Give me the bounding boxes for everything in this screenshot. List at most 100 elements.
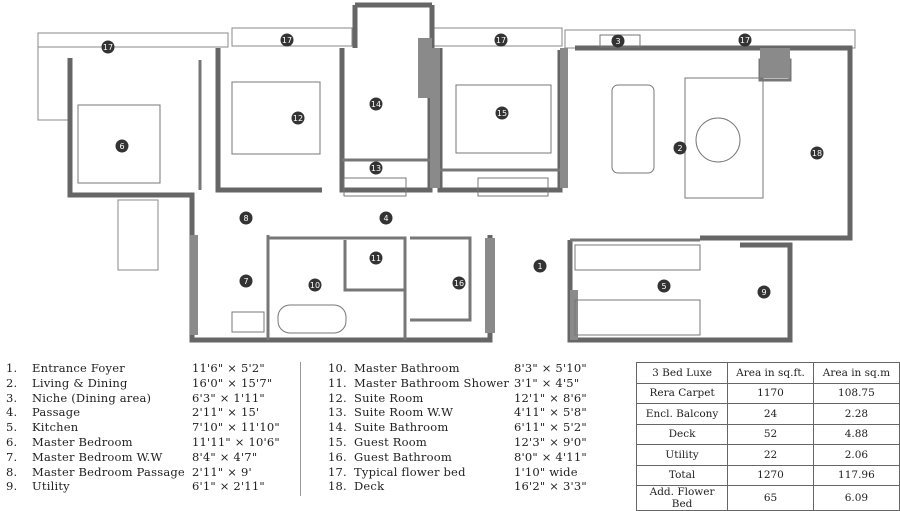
room-marker-10: 10	[308, 278, 322, 292]
legend-room-name: Passage	[32, 405, 81, 420]
svg-text:17: 17	[282, 36, 292, 45]
legend-dimension: 7'10" × 11'10"	[192, 420, 280, 435]
legend-room-name: Guest Room	[354, 434, 427, 449]
area-table-cell: 108.75	[812, 382, 900, 404]
legend-number: 18.	[328, 479, 347, 494]
legend-dimension: 8'3" × 5'10"	[514, 361, 587, 375]
legend-room-name: Kitchen	[32, 420, 79, 435]
svg-text:17: 17	[740, 36, 750, 45]
sofa	[684, 77, 764, 199]
legend-dimension: 11'6" × 5'2"	[192, 361, 265, 375]
area-table-cell: 52	[727, 423, 814, 445]
legend-number: 17.	[328, 464, 347, 479]
area-table-cell: 1270	[727, 464, 814, 486]
room-marker-5: 5	[657, 279, 671, 293]
legend-number: 15.	[328, 434, 347, 449]
legend-dimension: 12'3" × 9'0"	[514, 434, 587, 449]
legend-dimension: 11'11" × 10'6"	[192, 434, 280, 449]
legend-room-name: Master Bathroom Shower	[354, 375, 510, 390]
legend-number: 11.	[328, 375, 347, 390]
legend-item: 13. Suite Room W.W 4'11" × 5'8"	[328, 405, 628, 420]
legend-room-name: Guest Bathroom	[354, 449, 452, 464]
svg-text:4: 4	[383, 214, 388, 223]
legend-dimension: 16'2" × 3'3"	[514, 479, 587, 494]
legend-item: 7. Master Bedroom W.W 8'4" × 4'7"	[6, 450, 291, 465]
svg-text:6: 6	[119, 142, 124, 151]
area-table-cell: 6.09	[812, 485, 900, 511]
kitchen-counter-2	[574, 299, 701, 336]
legend-room-name: Master Bedroom	[32, 434, 133, 449]
area-table-cell: Deck	[635, 423, 729, 445]
bathtub	[277, 304, 347, 334]
legend-room-name: Master Bedroom W.W	[32, 449, 163, 464]
area-table-cell: Encl. Balcony	[635, 403, 729, 425]
room-marker-17-4: 17	[738, 33, 752, 47]
legend-dimension: 8'4" × 4'7"	[192, 449, 258, 464]
svg-text:15: 15	[497, 109, 507, 118]
room-marker-17-2: 17	[280, 33, 294, 47]
legend-number: 16.	[328, 449, 347, 464]
area-table-cell: 4.88	[812, 423, 900, 445]
legend-dimension: 2'11" × 15'	[192, 405, 260, 420]
wardrobe-2	[343, 177, 407, 197]
interior-walls	[198, 58, 792, 340]
area-table-cell: 2.28	[812, 403, 900, 425]
legend-room-name: Suite Room W.W	[354, 405, 454, 420]
svg-text:1: 1	[537, 262, 542, 271]
legend-room-name: Deck	[354, 479, 385, 494]
coffee-table	[695, 117, 741, 163]
legend-dimension: 4'11" × 5'8"	[514, 405, 587, 420]
wardrobe-1	[231, 311, 265, 333]
legend-room-name: Master Bathroom	[354, 361, 460, 375]
exterior-walls	[67, 2, 853, 343]
room-marker-17-3: 17	[494, 33, 508, 47]
legend-number: 5.	[6, 420, 18, 435]
area-table-cell: Area in sq.ft.	[727, 362, 814, 384]
svg-text:13: 13	[371, 164, 381, 173]
room-marker-3: 3	[611, 34, 625, 48]
legend-number: 7.	[6, 449, 18, 464]
svg-text:11: 11	[371, 254, 381, 263]
legend-number: 13.	[328, 405, 347, 420]
furniture	[77, 34, 764, 336]
legend-dimension: 6'3" × 1'11"	[192, 390, 265, 405]
area-table-cell: 117.96	[812, 464, 900, 486]
room-marker-4: 4	[379, 211, 393, 225]
kitchen-counter	[574, 244, 701, 271]
area-table-cell: 1170	[727, 382, 814, 404]
area-table-cell: Total	[635, 464, 729, 486]
svg-text:9: 9	[761, 288, 766, 297]
room-marker-6: 6	[115, 139, 129, 153]
room-marker-16: 16	[452, 276, 466, 290]
legend-room-name: Master Bedroom Passage	[32, 464, 185, 479]
room-marker-8: 8	[239, 211, 253, 225]
legend-item: 15. Guest Room 12'3" × 9'0"	[328, 435, 628, 450]
legend-number: 4.	[6, 405, 18, 420]
room-marker-18: 18	[810, 146, 824, 160]
room-marker-11: 11	[369, 251, 383, 265]
legend-number: 3.	[6, 390, 18, 405]
flower-beds	[37, 27, 856, 271]
area-table-cell: 2.06	[812, 444, 900, 466]
dining-table	[611, 84, 655, 174]
legend-dimension: 6'1" × 2'11"	[192, 479, 265, 494]
svg-text:8: 8	[243, 214, 248, 223]
legend-room-name: Suite Room	[354, 390, 424, 405]
area-table-cell: Add. Flower Bed	[635, 485, 729, 511]
legend-number: 9.	[6, 479, 18, 494]
legend-room-name: Living & Dining	[32, 375, 128, 390]
area-table-cell: Area in sq.m	[812, 362, 900, 384]
